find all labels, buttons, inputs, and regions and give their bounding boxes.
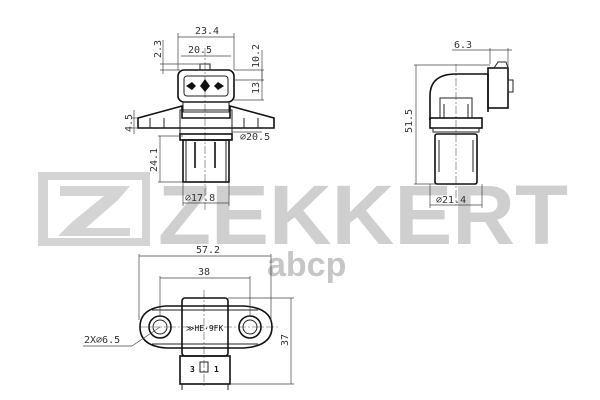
dim-overall-length: 57.2 [196,245,220,256]
dim-connector-height: 13 [251,82,262,94]
dim-body-diameter-side: ⌀21.4 [436,195,466,206]
dim-body-diameter: ⌀17.8 [185,193,215,204]
dim-overall-width: 23.4 [195,26,219,37]
side-view: 6.3 51.5 ⌀21.4 [404,40,514,208]
dim-tab-height: 2.3 [153,40,164,58]
front-view: 23.4 20.5 2.3 10.2 13 4.5 ⌀20.5 24.1 [124,26,275,212]
dim-connector-protrusion: 6.3 [454,40,472,51]
dim-collar-diameter: ⌀20.5 [240,132,270,143]
part-marking: ≫HE·9FK [186,324,223,333]
dim-body-length: 24.1 [149,148,160,172]
pin-1-label: 1 [214,365,219,374]
dim-overall-height: 51.5 [404,109,415,133]
zekkert-watermark: ZEKKERT [38,168,568,262]
dim-hole-spacing: 38 [198,267,210,278]
dim-height: 37 [280,334,291,346]
pin-3-label: 3 [190,365,195,374]
abcp-watermark: abcp [267,246,346,284]
dim-flange-thickness: 4.5 [124,114,135,132]
dim-connector-width: 20.5 [188,45,212,56]
dim-holes: 2X⌀6.5 [84,335,120,346]
dim-connector-offset: 10.2 [251,44,262,68]
svg-text:ZEKKERT: ZEKKERT [158,168,568,262]
top-view: ≫HE·9FK 3 1 57.2 38 2X⌀6.5 37 [83,245,294,390]
